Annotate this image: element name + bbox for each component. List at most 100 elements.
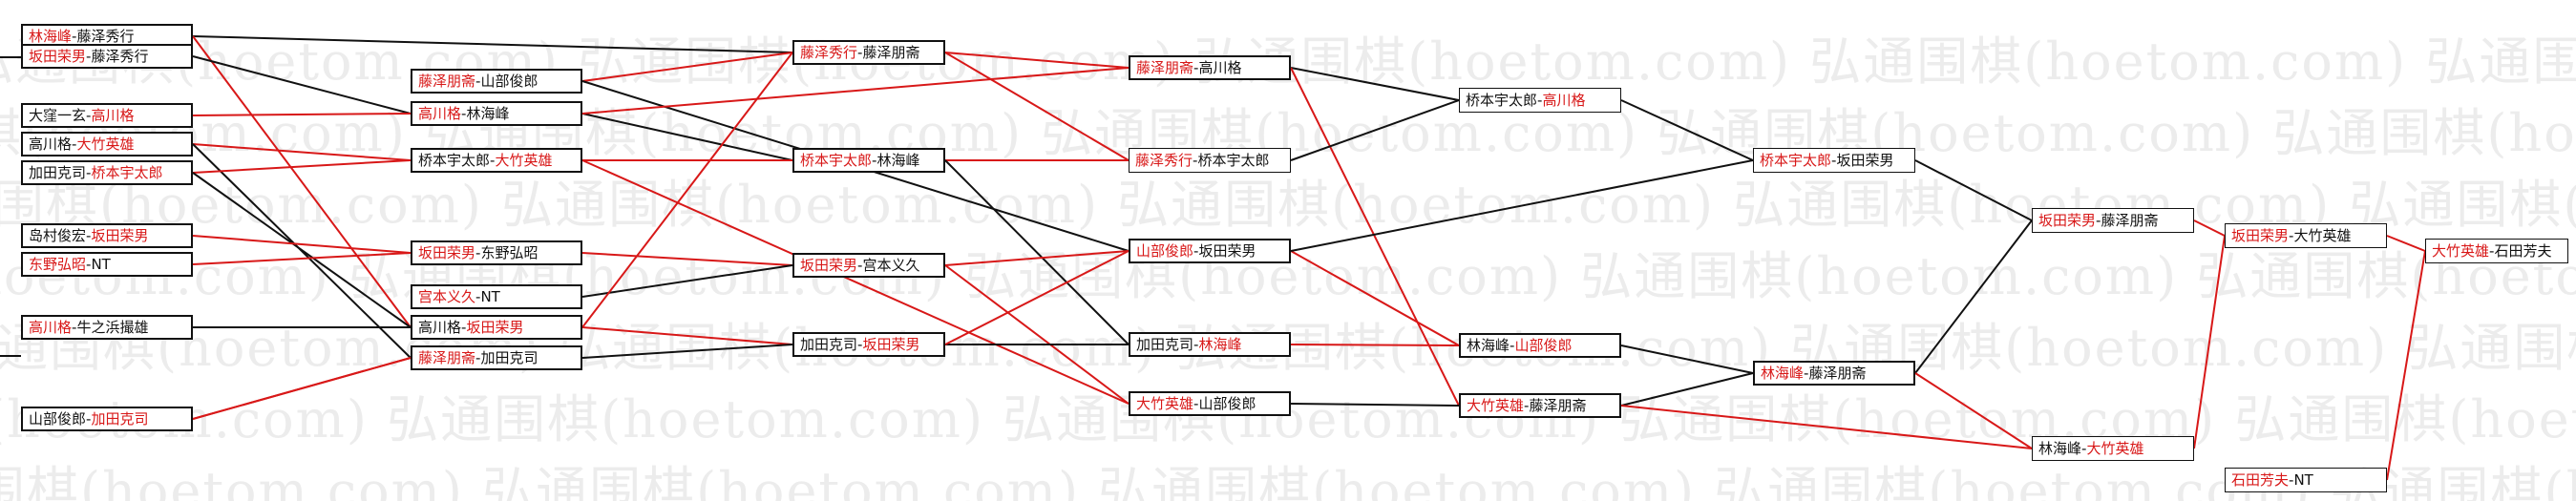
separator: - [857, 257, 863, 274]
player-name: 加田克司 [91, 410, 149, 428]
bracket-line [192, 35, 412, 328]
match-box: 高川格-坂田荣男 [411, 315, 582, 340]
separator: - [72, 136, 77, 153]
player-name: 加田克司 [480, 349, 538, 366]
player-name: 高川格 [418, 105, 462, 122]
match-box: 坂田荣男-东野弘昭 [411, 240, 582, 265]
match-box: 岛村俊宏-坂田荣男 [21, 223, 193, 248]
match-box: 坂田荣男-大竹英雄 [2225, 223, 2387, 248]
player-name: 林海峰 [1761, 365, 1805, 382]
player-name: 藤泽秀行 [800, 44, 858, 61]
match-box: 加田克司-坂田荣男 [792, 332, 945, 357]
match-box: 宫本义久-NT [411, 284, 582, 309]
match-box: 石田芳夫-NT [2225, 468, 2387, 492]
match-box: 坂田荣男-藤泽朋斋 [2032, 208, 2194, 233]
separator: - [1193, 395, 1199, 412]
player-name: 山部俊郎 [1136, 242, 1194, 260]
player-name: 桥本宇太郎 [1197, 152, 1270, 169]
separator: - [857, 336, 863, 353]
bracket-line [192, 113, 412, 116]
bracket-line [1290, 67, 1460, 101]
bracket-line [2386, 235, 2426, 252]
bracket-line [1914, 159, 2033, 221]
bracket-line [2193, 219, 2226, 237]
match-box: 山部俊郎-加田克司 [21, 407, 193, 431]
bracket-line [192, 159, 412, 174]
player-name: 林海峰 [1198, 336, 1242, 353]
match-box: 大竹英雄-山部俊郎 [1129, 391, 1291, 416]
separator: - [86, 164, 92, 181]
player-name: 桥本宇太郎 [418, 152, 491, 169]
separator: - [857, 44, 863, 61]
player-name: 石田芳夫 [2231, 471, 2290, 489]
bracket-line [1620, 344, 1754, 374]
match-box: 加田克司-林海峰 [1129, 332, 1291, 357]
bracket-line [581, 113, 793, 161]
player-name: 藤泽朋斋 [1808, 365, 1867, 382]
bracket-line [944, 250, 1130, 266]
match-box: 藤泽朋斋-高川格 [1129, 55, 1291, 80]
player-name: 牛之浜撮雄 [76, 319, 149, 336]
player-name: 坂田荣男 [800, 257, 858, 274]
bracket-line [192, 235, 412, 254]
bracket-line [2193, 235, 2226, 449]
bracket-line [581, 252, 793, 266]
player-name: 坂田荣男 [2231, 227, 2290, 244]
match-box: 林海峰-藤泽朋斋 [1753, 361, 1915, 386]
separator: - [1831, 152, 1837, 169]
match-box: 山部俊郎-坂田荣男 [1129, 239, 1291, 263]
player-name: 高川格 [91, 107, 135, 124]
match-box: 桥本宇太郎-林海峰 [792, 148, 945, 173]
bracket-line [581, 52, 793, 328]
bracket-line [192, 252, 412, 265]
separator: - [72, 319, 77, 336]
bracket-line [1290, 159, 1754, 252]
player-name: 林海峰 [876, 152, 920, 169]
match-box: 藤泽朋斋-山部俊郎 [411, 69, 582, 94]
player-name: 藤泽朋斋 [862, 44, 920, 61]
player-name: 藤泽朋斋 [1136, 59, 1194, 76]
match-box: 桥本宇太郎-坂田荣男 [1753, 148, 1915, 173]
player-name: 高川格 [29, 136, 73, 153]
separator: - [1537, 92, 1543, 109]
separator: - [461, 105, 467, 122]
player-name: 藤泽朋斋 [2101, 212, 2159, 229]
player-name: 桥本宇太郎 [1466, 92, 1538, 109]
separator: - [86, 107, 92, 124]
match-box: 大竹英雄-藤泽朋斋 [1459, 393, 1621, 418]
player-name: 宫本义久 [418, 288, 476, 305]
separator: - [475, 73, 481, 90]
bracket-line [1290, 403, 1460, 407]
player-name: 宫本义久 [862, 257, 920, 274]
separator: - [1510, 337, 1515, 354]
bracket-line [192, 55, 412, 115]
player-name: 大竹英雄 [1467, 397, 1525, 414]
match-box: 加田克司-桥本宇太郎 [21, 160, 193, 185]
bracket-line [944, 52, 1130, 69]
player-name: 高川格 [1198, 59, 1242, 76]
separator: - [1804, 365, 1809, 382]
player-name: 石田芳夫 [2494, 242, 2552, 260]
match-box: 高川格-牛之浜撮雄 [21, 315, 193, 340]
player-name: 坂田荣男 [1198, 242, 1256, 260]
player-name: 山部俊郎 [1514, 337, 1573, 354]
bracket-line [581, 326, 793, 345]
player-name: 大竹英雄 [2293, 227, 2352, 244]
separator: - [475, 349, 481, 366]
player-name: 坂田荣男 [862, 336, 920, 353]
match-box: 大窪一玄-高川格 [21, 103, 193, 128]
match-box: 坂田荣男-藤泽秀行 [21, 44, 193, 69]
bracket-line [192, 143, 412, 161]
player-name: 桥本宇太郎 [1760, 152, 1832, 169]
match-box: 高川格-大竹英雄 [21, 132, 193, 157]
match-box: 桥本宇太郎-高川格 [1459, 88, 1621, 113]
bracket-line [192, 35, 793, 53]
separator: - [1193, 336, 1199, 353]
bracket-line [1620, 405, 2033, 449]
match-box: 东野弘昭-NT [21, 252, 193, 277]
bracket-line [1620, 372, 1754, 407]
separator: - [1193, 152, 1198, 169]
bracket-line [192, 357, 412, 420]
bracket-line [581, 264, 793, 298]
bracket-line [1914, 219, 2033, 374]
